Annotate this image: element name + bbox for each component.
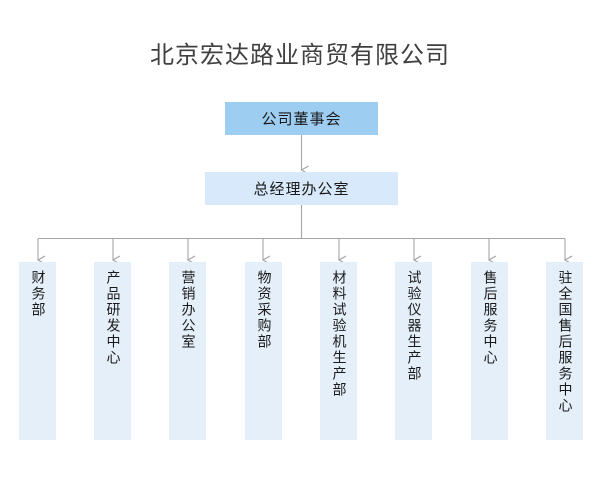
dept-box-material-testing-machine-production[interactable]: 材料试验机生产部 bbox=[320, 262, 357, 440]
node-board-of-directors[interactable]: 公司董事会 bbox=[225, 102, 378, 135]
dept-box-product-rd-center[interactable]: 产品研发中心 bbox=[94, 262, 131, 440]
node-board-label: 公司董事会 bbox=[261, 110, 342, 128]
dept-label: 物资采购部 bbox=[255, 270, 272, 350]
dept-label: 驻全国售后服务中心 bbox=[556, 270, 573, 414]
dept-box-after-sales-service-center[interactable]: 售后服务中心 bbox=[471, 262, 508, 440]
dept-box-finance[interactable]: 财务部 bbox=[19, 262, 56, 440]
dept-label: 财务部 bbox=[29, 270, 46, 318]
dept-box-testing-instrument-production[interactable]: 试验仪器生产部 bbox=[395, 262, 432, 440]
dept-label: 试验仪器生产部 bbox=[405, 270, 422, 382]
dept-box-material-procurement[interactable]: 物资采购部 bbox=[245, 262, 282, 440]
dept-label: 售后服务中心 bbox=[481, 270, 498, 366]
node-general-manager-office[interactable]: 总经理办公室 bbox=[205, 172, 398, 205]
dept-box-marketing-office[interactable]: 营销办公室 bbox=[169, 262, 206, 440]
dept-label: 营销办公室 bbox=[179, 270, 196, 350]
dept-box-national-after-sales-service-center[interactable]: 驻全国售后服务中心 bbox=[546, 262, 583, 440]
node-general-manager-label: 总经理办公室 bbox=[253, 180, 350, 198]
page-title: 北京宏达路业商贸有限公司 bbox=[150, 41, 450, 69]
dept-label: 材料试验机生产部 bbox=[330, 270, 347, 398]
dept-label: 产品研发中心 bbox=[104, 270, 121, 366]
